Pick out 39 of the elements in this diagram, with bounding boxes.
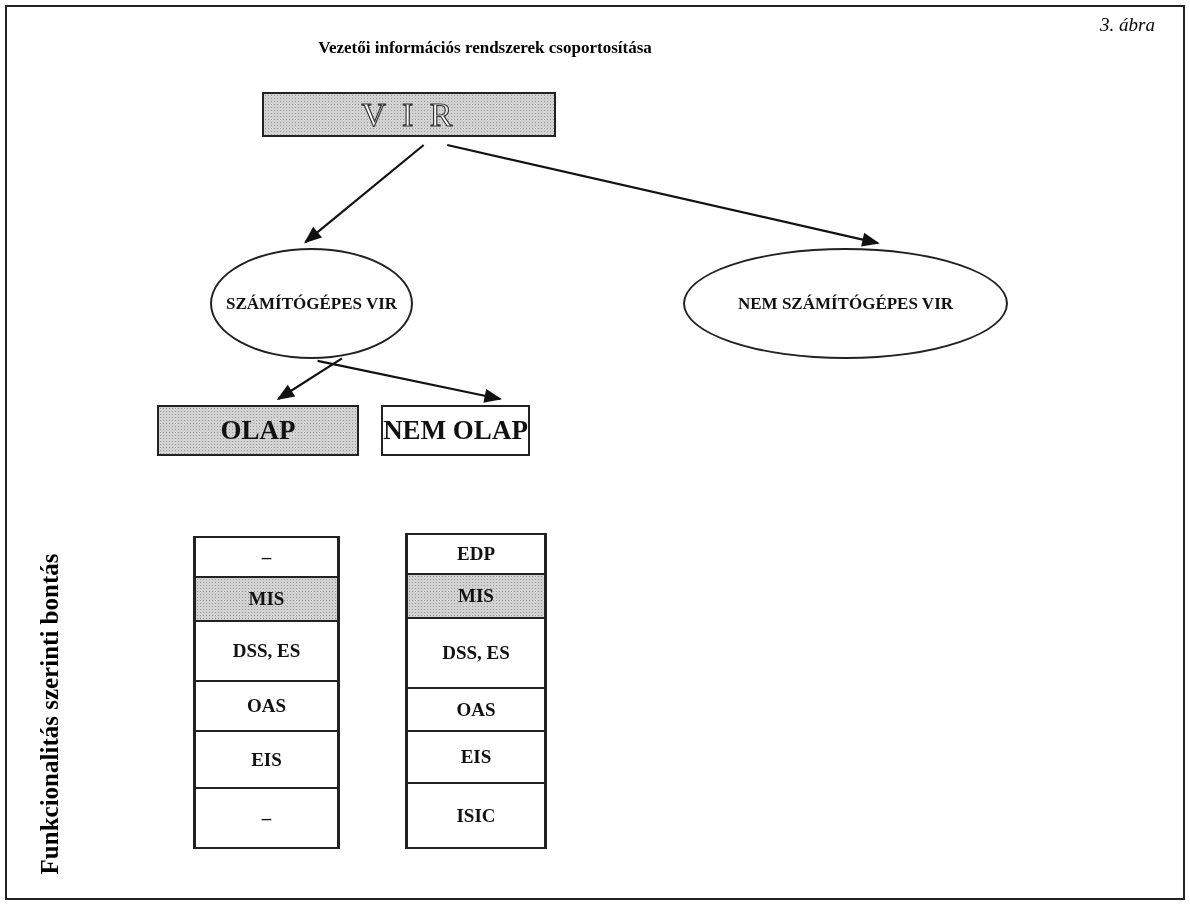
ellipse-node	[210, 248, 413, 359]
table-cell	[193, 787, 340, 849]
table-cell	[405, 617, 547, 689]
figure-number: 3. ábra	[1100, 14, 1155, 36]
arrow	[317, 359, 502, 403]
category-box	[381, 405, 530, 456]
node-label: EIS	[460, 746, 492, 768]
node-label: NEM SZÁMÍTÓGÉPES VIR	[737, 293, 954, 314]
node-label: MIS	[458, 585, 494, 607]
node-label: DSS, ES	[232, 640, 301, 662]
table-cell	[193, 730, 340, 789]
node-label: OAS	[456, 698, 496, 721]
table-cell	[193, 680, 340, 732]
diagram-title: Vezetői információs rendszerek csoportosítása	[317, 38, 653, 58]
node-label: NEM OLAP	[383, 415, 528, 446]
node-label: EDP	[457, 543, 495, 565]
node-label: –	[261, 546, 272, 568]
node-label: EIS	[251, 748, 282, 771]
node-label: OLAP	[220, 415, 296, 446]
node-label: –	[261, 807, 272, 829]
axis-heading: Funkcionalitás szerinti bontás	[36, 552, 64, 877]
table-cell	[193, 576, 340, 622]
node-label: DSS, ES	[442, 642, 510, 664]
arrow	[446, 143, 880, 247]
node-label: V I R	[361, 95, 457, 134]
header-box	[262, 92, 556, 137]
ellipse-node	[683, 248, 1008, 359]
arrow	[276, 357, 343, 400]
table-cell	[405, 687, 547, 732]
table-cell	[405, 782, 547, 849]
node-label: SZÁMÍTÓGÉPES VIR	[225, 293, 398, 314]
node-label: MIS	[248, 588, 285, 610]
table-cell	[405, 573, 547, 619]
arrow	[304, 144, 425, 244]
node-label: OAS	[246, 695, 287, 717]
node-label: ISIC	[456, 804, 496, 827]
category-box	[157, 405, 359, 456]
table-cell	[193, 620, 340, 682]
table-cell	[405, 730, 547, 784]
